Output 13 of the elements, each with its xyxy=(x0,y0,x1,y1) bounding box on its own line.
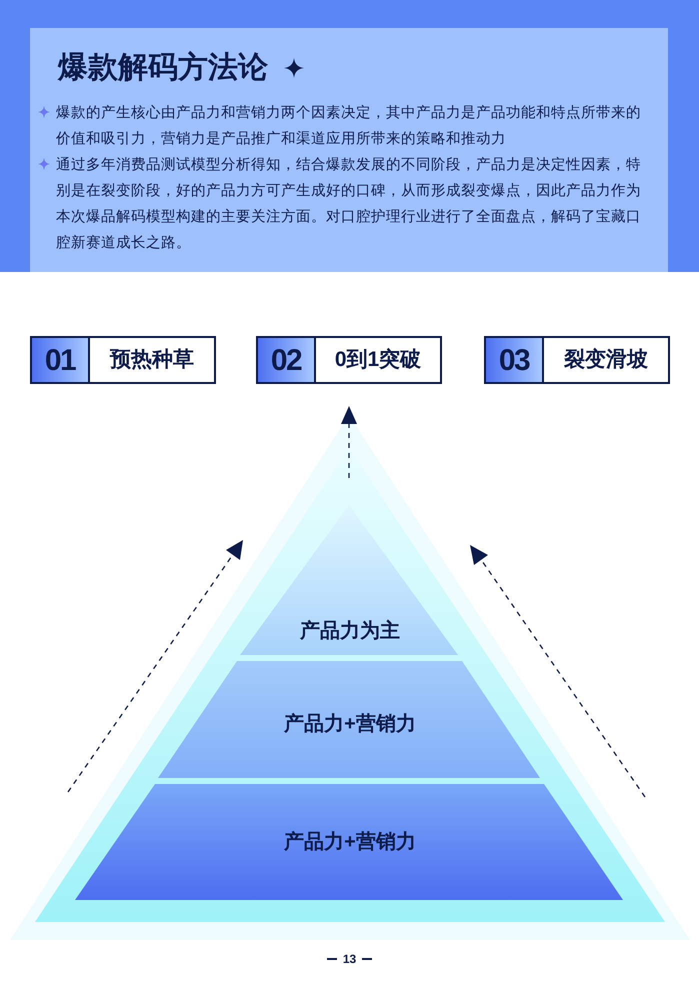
stage-box xyxy=(484,336,670,384)
stage-label: 预热种草 xyxy=(108,347,195,374)
stage-number: 02 xyxy=(258,338,316,382)
stage-box xyxy=(30,336,216,384)
bullet-text: 爆款的产生核心由产品力和营销力两个因素决定，其中产品力是产品功能和特点所带来的价值和吸引力，营销力是产品推广和渠道应用所带来的策略和推动力 xyxy=(56,104,642,149)
page-number: 13 xyxy=(342,951,356,968)
stage-label: 裂变滑坡 xyxy=(563,346,649,374)
stage-number: 01 xyxy=(32,338,90,382)
stage-box xyxy=(256,336,442,384)
stage-number: 03 xyxy=(486,338,544,382)
title: 爆款解码方法论 xyxy=(58,50,268,86)
stage-label: 0到1突破 xyxy=(334,347,422,374)
bullet-text: 通过多年消费品测试模型分析得知，结合爆款发展的不同阶段，产品力是决定性因素，特别是在裂变阶段，好的产品力方可产生成好的口碑，从而形成裂变爆点，因此产品力作为本次爆品解码模型构建的主要关注方面。对口腔护理行业进行了全面盘点，解码了宝藏口腔新赛道成长之路。 xyxy=(56,156,642,253)
